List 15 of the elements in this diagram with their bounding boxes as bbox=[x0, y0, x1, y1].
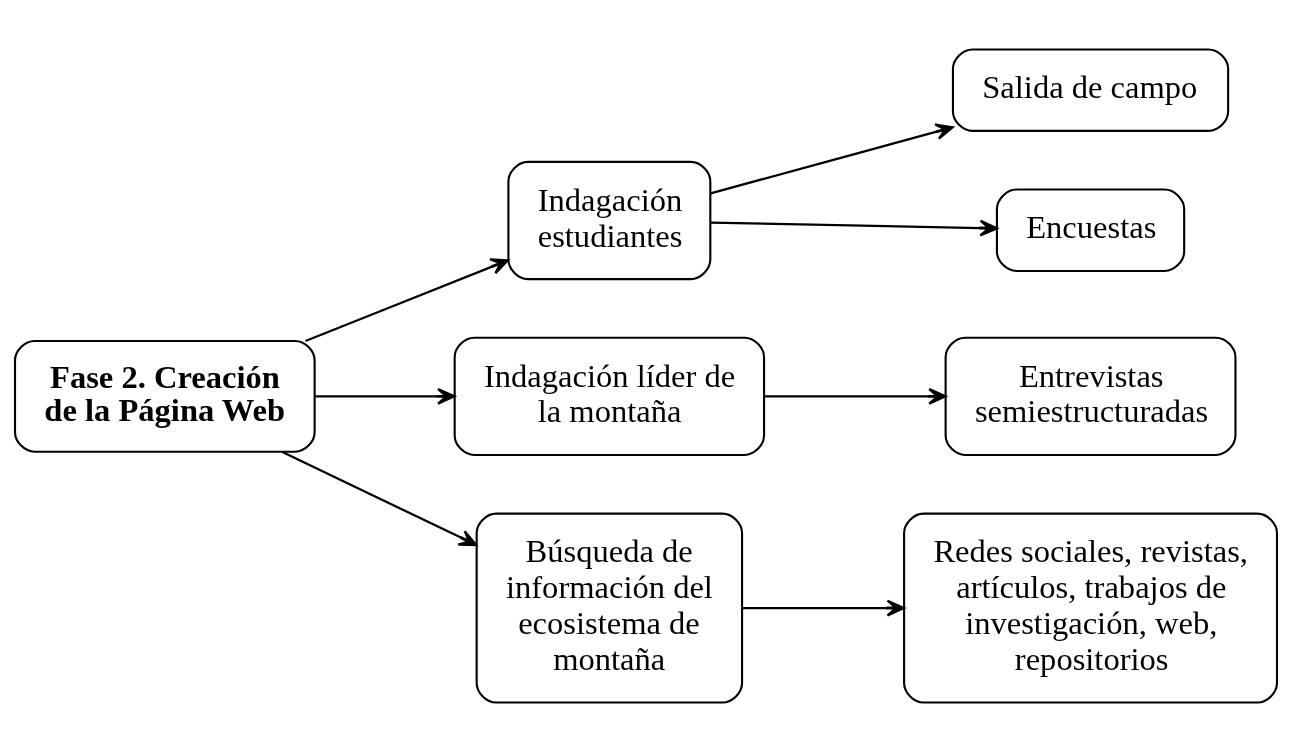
node-box: Indagación estudiantes bbox=[507, 160, 712, 280]
arrow bbox=[281, 450, 478, 546]
arrow bbox=[315, 387, 456, 405]
node-box: Búsqueda de información del ecosistema de montaña bbox=[475, 512, 744, 704]
arrow bbox=[764, 387, 947, 405]
node-box: Entrevistas semiestructuradas bbox=[944, 336, 1237, 456]
node-box: Salida de campo bbox=[951, 47, 1230, 132]
arrow bbox=[710, 219, 998, 236]
node-box: Fase 2. Creación de la Página Web bbox=[13, 339, 316, 453]
arrow bbox=[305, 257, 509, 342]
node-box: Encuestas bbox=[995, 188, 1186, 272]
arrow bbox=[710, 122, 954, 194]
node-box: Redes sociales, revistas, artículos, trabajos de investigación, web, repositorios bbox=[903, 512, 1279, 704]
arrow bbox=[742, 599, 905, 616]
node-box: Indagación líder de la montaña bbox=[453, 336, 766, 456]
